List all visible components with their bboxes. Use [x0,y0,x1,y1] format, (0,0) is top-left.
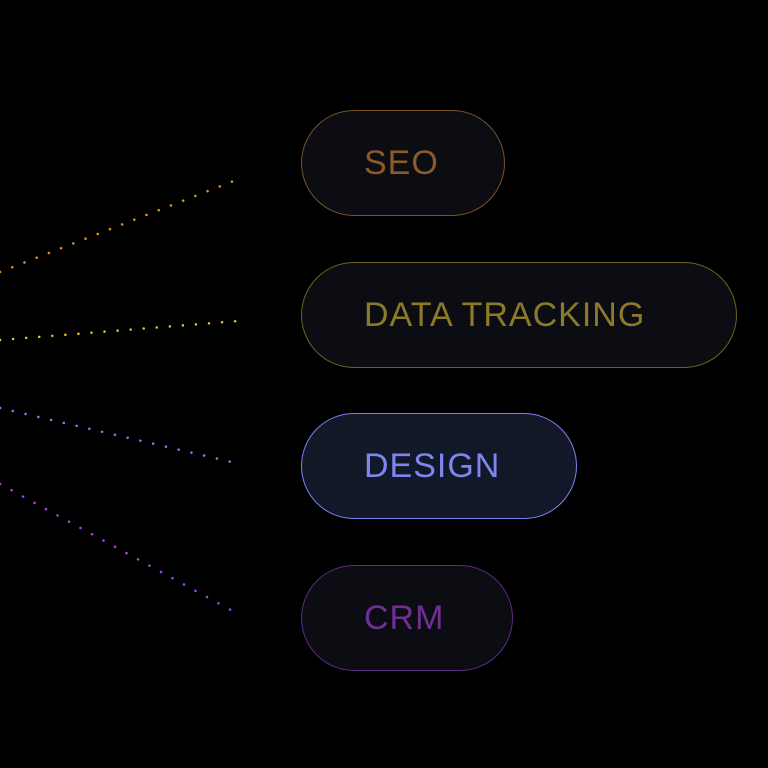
design-tag-label: DESIGN [364,447,501,485]
seo-tag-label: SEO [364,144,439,182]
crm-tag-label: CRM [364,599,445,637]
data-tracking-tag[interactable]: DATA TRACKING [301,262,737,368]
connector-data-tracking [0,319,240,342]
connector-seo [0,175,246,274]
seo-tag[interactable]: SEO [301,110,505,216]
connector-crm [0,482,240,616]
connector-design [0,406,238,465]
data-tracking-tag-label: DATA TRACKING [364,296,646,334]
crm-tag[interactable]: CRM [301,565,513,671]
design-tag[interactable]: DESIGN [301,413,577,519]
